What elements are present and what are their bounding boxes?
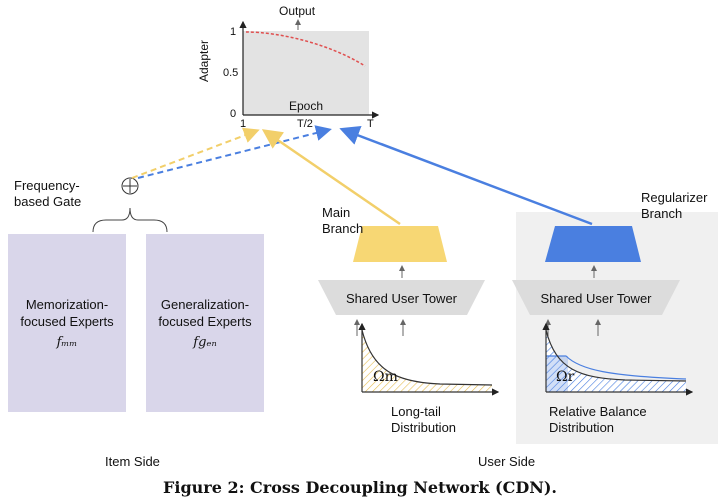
balance-area (546, 330, 686, 392)
omega-r-label: Ωr (556, 369, 575, 385)
chart-ytick-1: 1 (230, 26, 237, 38)
reg-shared-tower (512, 280, 680, 315)
memorization-experts-box: Memorization- focused Experts 𝑓ₘₘ (8, 234, 126, 412)
main-branch-label-1: Main (322, 205, 351, 220)
gen-expert-func: 𝑓gₑₙ (193, 334, 217, 350)
chart-ytick-0: 0 (230, 108, 237, 120)
chart-xtick-half: T/2 (297, 118, 313, 130)
chart-xtick-1: 1 (240, 118, 247, 130)
user-side-label: User Side (478, 454, 536, 469)
reg-branch-arrow (339, 125, 593, 226)
item-side-label: Item Side (105, 454, 160, 469)
main-shared-tower (318, 280, 485, 315)
main-branch-trapezoid (353, 226, 447, 262)
chart-xtick-t: T (367, 118, 374, 130)
chart-ylabel: Adapter (197, 39, 211, 82)
gate-brace (92, 207, 168, 233)
adapter-plot-bg (243, 31, 369, 115)
gen-expert-line2: focused Experts (158, 313, 252, 329)
gate-label-2: based Gate (14, 194, 82, 209)
mem-expert-line2: focused Experts (20, 313, 114, 329)
main-branch-label-2: Branch (322, 221, 364, 236)
adapter-curve (245, 31, 366, 67)
longtail-area (362, 330, 492, 392)
reg-branch-label-2: Branch (641, 206, 683, 221)
main-tower-label: Shared User Tower (345, 291, 458, 306)
gate-blue-dashed-arrow (137, 125, 332, 179)
generalization-experts-box: Generalization- focused Experts 𝑓gₑₙ (146, 234, 264, 412)
balance-label-1: Relative Balance (549, 404, 647, 419)
reg-tower-label: Shared User Tower (540, 291, 652, 306)
chart-ytick-05: 0.5 (223, 67, 239, 79)
gate-yellow-dashed-arrow (131, 127, 260, 179)
longtail-label-1: Long-tail (391, 404, 441, 419)
longtail-label-2: Distribution (391, 420, 457, 435)
gen-expert-line1: Generalization- (160, 296, 250, 312)
balance-label-2: Distribution (549, 420, 615, 435)
gate-label-1: Frequency- (14, 178, 80, 193)
reg-branch-trapezoid (545, 226, 641, 262)
chart-output-label: Output (279, 4, 316, 18)
omega-m-label: Ωm (373, 369, 398, 385)
figure-caption: Figure 2: Cross Decoupling Network (CDN)… (163, 478, 557, 497)
main-branch-arrow (261, 129, 401, 226)
mem-expert-line1: Memorization- (25, 296, 109, 312)
reg-branch-label-1: Regularizer (641, 190, 708, 205)
chart-xlabel: Epoch (289, 99, 324, 113)
mem-expert-func: 𝑓ₘₘ (56, 334, 78, 350)
